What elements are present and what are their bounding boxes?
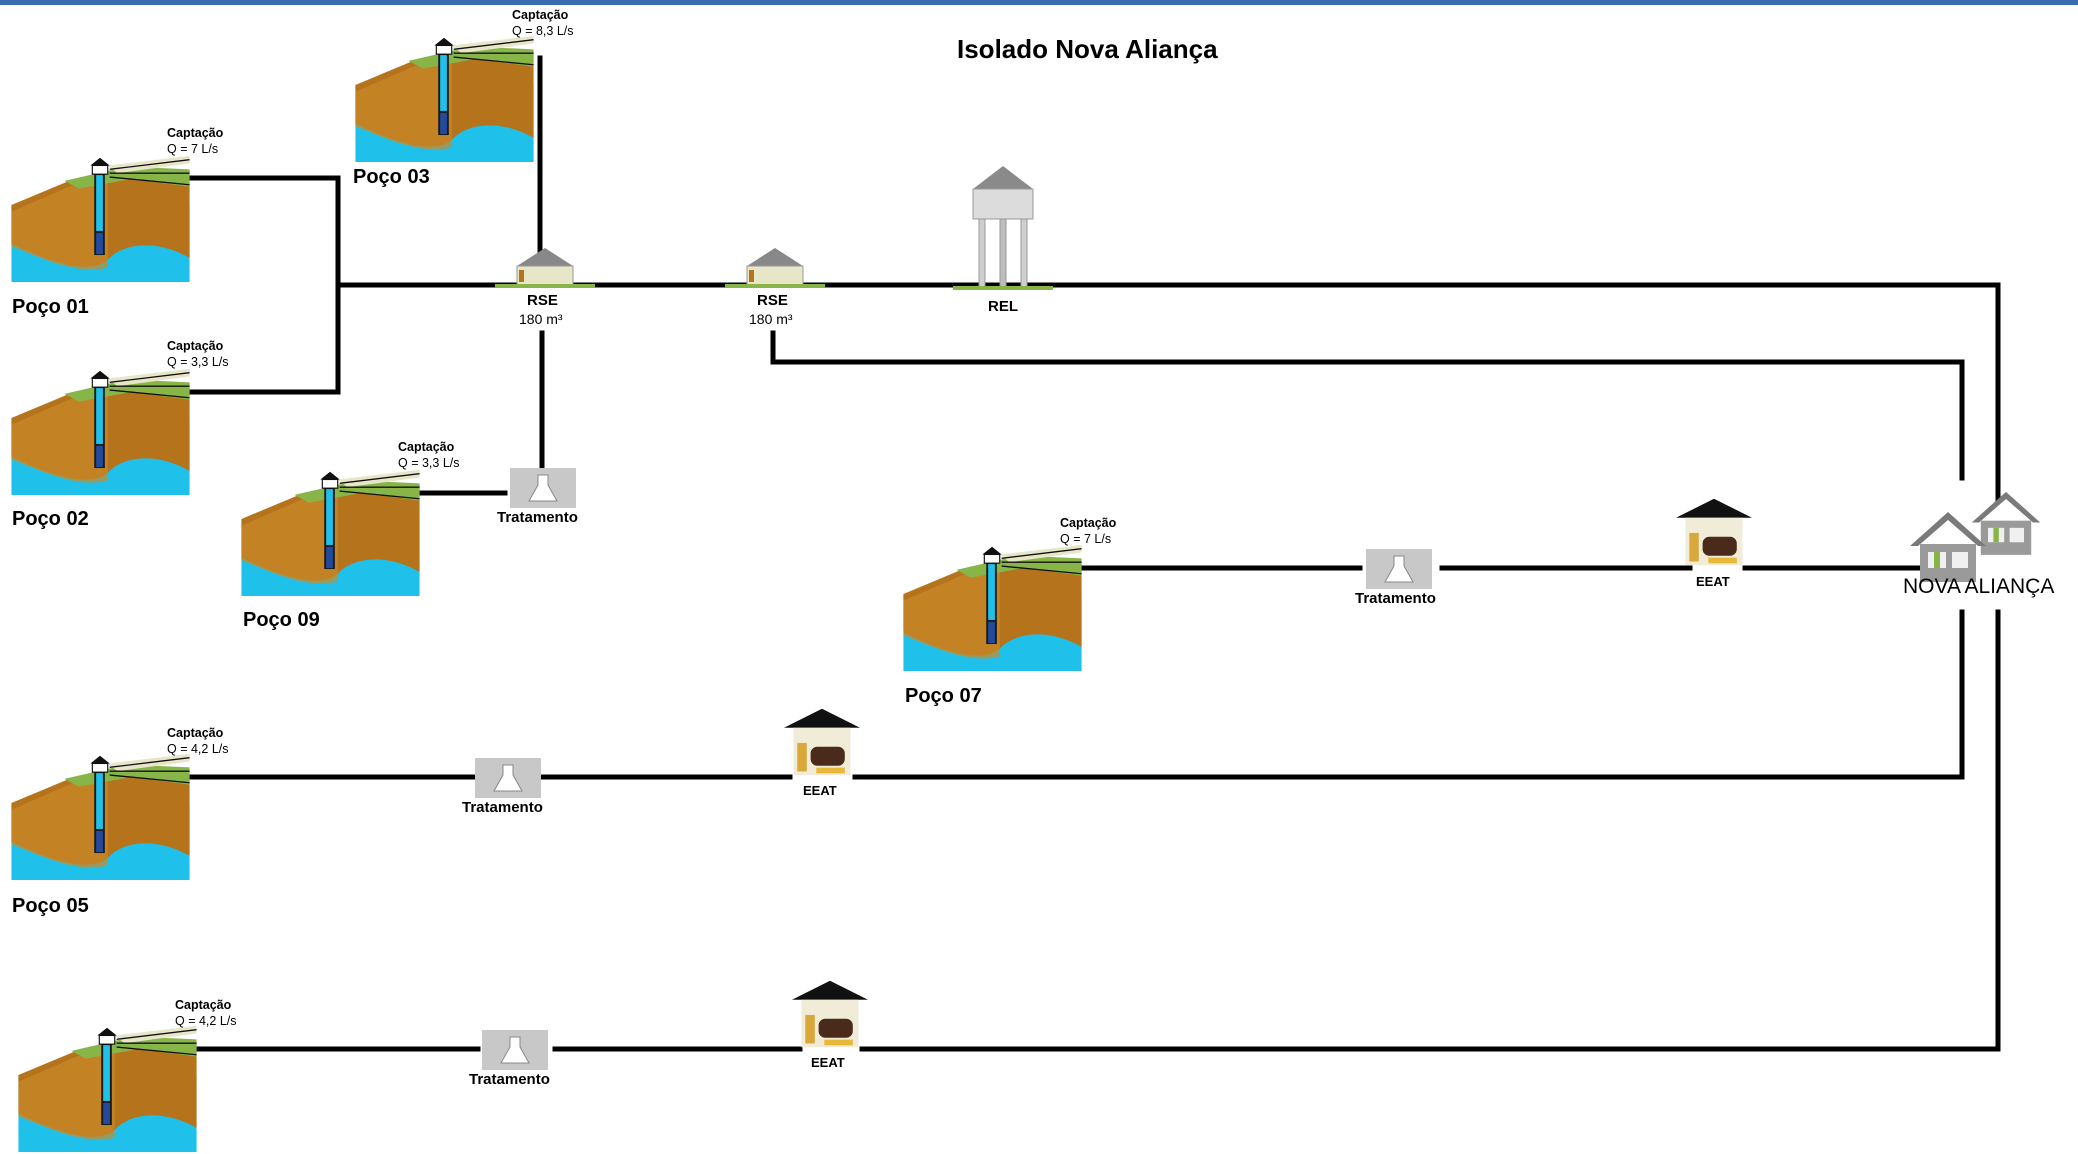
top-accent-bar — [0, 0, 2078, 5]
rse2-tank-icon — [725, 248, 825, 286]
well-poco01-capt-label: Captação — [167, 126, 224, 140]
well-poco05-capt-label: Captação — [167, 726, 224, 740]
well-poco01-flow: Q = 7 L/s — [167, 142, 219, 156]
eeat-e2-pump-icon — [784, 708, 860, 776]
well-poco07-capt-label: Captação — [1060, 516, 1117, 530]
well-poco02-name: Poço 02 — [12, 508, 89, 530]
well-poco09-icon — [240, 469, 421, 596]
well-poco05-name: Poço 05 — [12, 895, 89, 917]
pipe-rse2-town — [770, 330, 1965, 481]
treatment-t4-flask-icon — [482, 1030, 548, 1070]
eeat-e2-label: EEAT — [803, 783, 837, 798]
town-label: NOVA ALIANÇA — [1903, 575, 2055, 598]
treatment-t3-label: Tratamento — [462, 799, 543, 816]
treatment-t4-label: Tratamento — [469, 1071, 550, 1088]
well-poco07-flow: Q = 7 L/s — [1060, 532, 1112, 546]
rel-label: REL — [988, 298, 1018, 315]
well-poco07-name: Poço 07 — [905, 685, 982, 707]
rel-water-tower-icon — [953, 166, 1053, 288]
treatment-t3-flask-icon — [475, 758, 541, 798]
rse1-volume: 180 m³ — [519, 311, 563, 327]
well-poco01-name: Poço 01 — [12, 296, 89, 318]
pipe-poco06-town — [185, 609, 2001, 1052]
well-poco03-capt-label: Captação — [512, 8, 569, 22]
eeat-e3-label: EEAT — [811, 1055, 845, 1070]
well-poco02-capt-label: Captação — [167, 339, 224, 353]
diagram-title: Isolado Nova Aliança — [957, 34, 1218, 64]
eeat-e3-pump-icon — [792, 980, 868, 1048]
treatment-t1-flask-icon — [510, 468, 576, 508]
well-poco07-icon — [902, 544, 1083, 671]
rse2-label: RSE — [757, 292, 788, 309]
well-poco03-name: Poço 03 — [353, 166, 430, 188]
well-poco09-flow: Q = 3,3 L/s — [398, 456, 460, 470]
well-poco06-capt-label: Captação — [175, 998, 232, 1012]
well-poco06-icon — [17, 1025, 198, 1152]
well-poco06-flow: Q = 4,2 L/s — [175, 1014, 237, 1028]
rse1-label: RSE — [527, 292, 558, 309]
treatment-t2-label: Tratamento — [1355, 590, 1436, 607]
well-poco03-icon — [354, 35, 535, 162]
well-poco05-icon — [10, 753, 191, 880]
well-poco09-name: Poço 09 — [243, 609, 320, 631]
treatment-t2-flask-icon — [1366, 549, 1432, 589]
well-poco02-icon — [10, 368, 191, 495]
town-house-front-icon — [1910, 512, 1986, 582]
rse1-tank-icon — [495, 248, 595, 286]
well-poco05-flow: Q = 4,2 L/s — [167, 742, 229, 756]
well-poco02-flow: Q = 3,3 L/s — [167, 355, 229, 369]
well-poco03-flow: Q = 8,3 L/s — [512, 24, 574, 38]
rse2-volume: 180 m³ — [749, 311, 793, 327]
eeat-e1-label: EEAT — [1696, 574, 1730, 589]
eeat-e1-pump-icon — [1676, 498, 1752, 566]
well-poco09-capt-label: Captação — [398, 440, 455, 454]
treatment-t1-label: Tratamento — [497, 509, 578, 526]
pipe-main-trunk — [335, 282, 2001, 503]
pipelines — [175, 55, 2001, 1052]
pipe-poco05-town — [177, 609, 1965, 780]
well-poco01-icon — [10, 155, 191, 282]
